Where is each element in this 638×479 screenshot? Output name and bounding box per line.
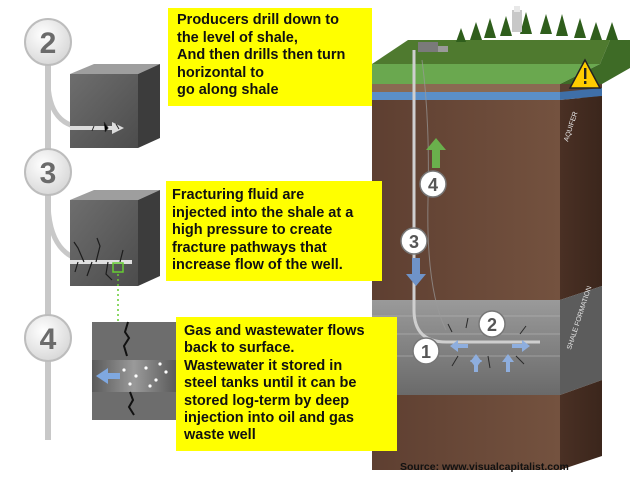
note-line: horizontal to [177, 64, 264, 81]
note-drill: Producers drill down to the level of sha… [168, 8, 372, 106]
well-number-2: 2 [487, 315, 497, 335]
note-line: Fracturing fluid are [172, 187, 305, 203]
note-line: Producers drill down to [177, 12, 339, 28]
up-arrow [426, 138, 446, 168]
note-line: injection into oil and gas [184, 409, 354, 426]
well-number-3: 3 [409, 232, 419, 252]
step3-cube [70, 190, 160, 286]
warning-icon [568, 58, 602, 89]
step-number-3: 3 [40, 157, 57, 190]
note-line: steel tanks until it can be [184, 375, 357, 392]
step-number-4: 4 [40, 323, 57, 356]
note-wastewater: Gas and wastewater flows back to surface… [176, 317, 397, 451]
trees [456, 12, 618, 42]
fracture-arrows [450, 340, 530, 372]
note-line: Gas and wastewater flows [184, 323, 365, 339]
note-line: fracture pathways that [172, 239, 327, 256]
note-line: injected into the shale at a [172, 204, 354, 221]
step2-cube [70, 64, 160, 148]
note-line: increase flow of the well. [172, 257, 343, 273]
well-step-1: 1 [412, 337, 440, 365]
note-line: high pressure to create [172, 222, 333, 238]
well-step-2: 2 [478, 310, 506, 338]
note-line: stored log-term by deep [184, 392, 350, 409]
note-line: Wastewater it stored in [184, 357, 343, 374]
step-number-2: 2 [40, 27, 57, 60]
well-step-3: 3 [400, 227, 428, 255]
well-pad [418, 6, 522, 52]
source-caption: Source: www.visualcapitalist.com [400, 461, 569, 473]
step-circle-2: 2 [24, 18, 72, 66]
zoom-marker [112, 262, 124, 273]
note-line: back to surface. [184, 340, 295, 357]
note-line: go along shale [177, 82, 279, 98]
step-circle-3: 3 [24, 148, 72, 196]
note-line: waste well [184, 427, 256, 444]
well-number-4: 4 [428, 175, 438, 195]
step4-zoom-panel [92, 321, 176, 420]
note-line: And then drills then turn [177, 47, 346, 63]
down-arrow [406, 258, 426, 286]
well-number-1: 1 [421, 342, 431, 362]
well-bore [412, 50, 540, 344]
note-line: the level of shale, [177, 29, 298, 46]
note-fracturing: Fracturing fluid are injected into the s… [166, 181, 382, 281]
step-circle-4: 4 [24, 314, 72, 362]
earth-block [372, 40, 630, 470]
well-step-4: 4 [419, 170, 447, 198]
